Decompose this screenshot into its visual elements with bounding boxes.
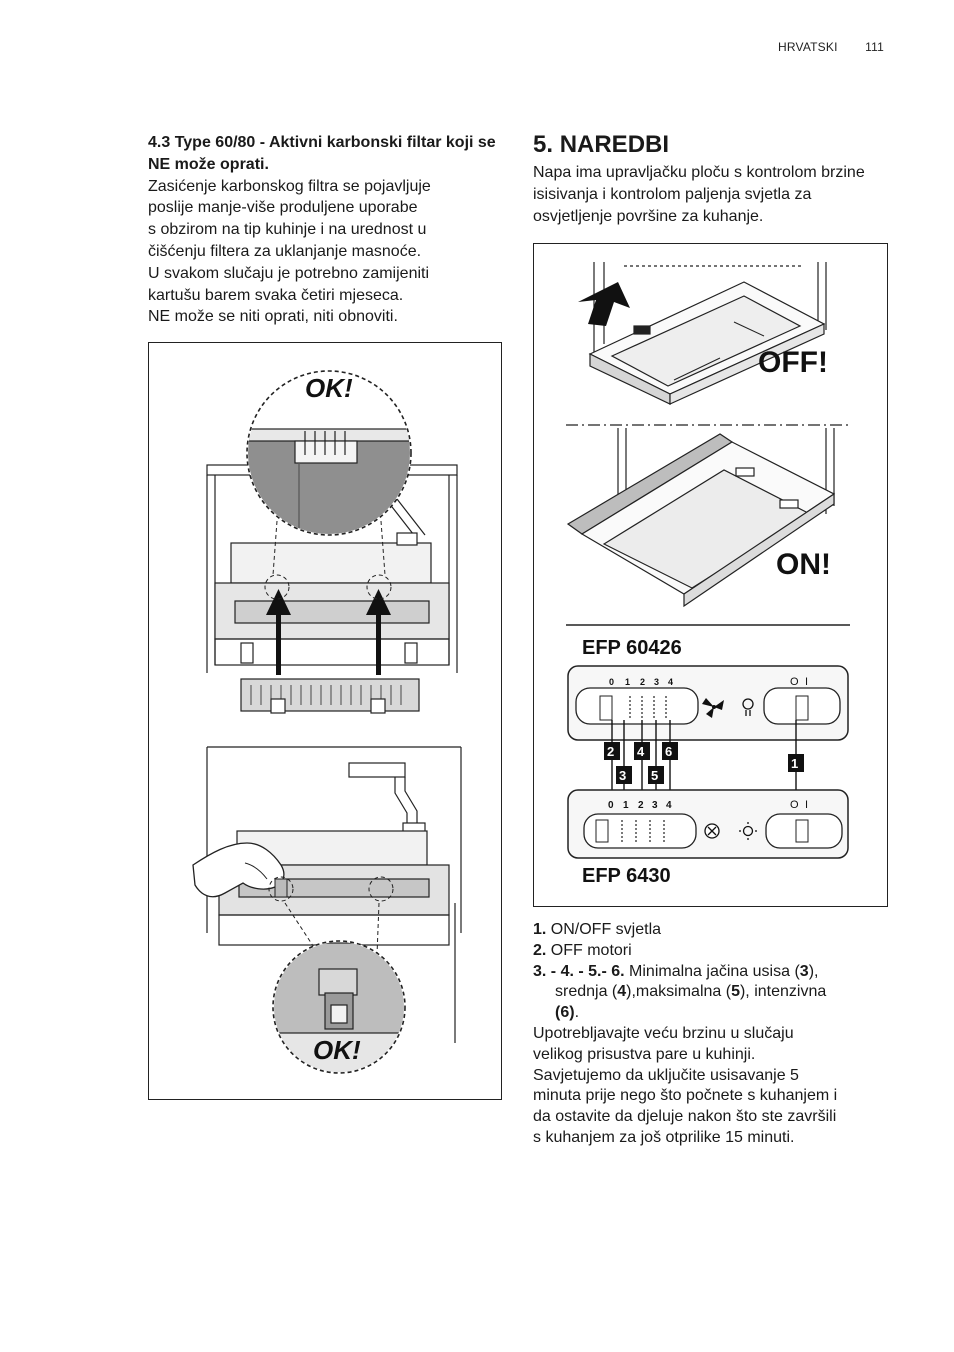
callout-2: 2: [607, 744, 614, 759]
tip-line: da ostavite da djeluje nakon što ste zav…: [533, 1108, 837, 1126]
speed-bottom-4: 4: [666, 800, 672, 811]
legend-num: (6): [555, 1004, 575, 1022]
legend-text: srednja (: [555, 983, 618, 1001]
section-intro: Napa ima upravljačku ploču s kontrolom b…: [533, 164, 865, 225]
filter-section: 4.3 Type 60/80 - Aktivni karbonski filta…: [148, 132, 500, 328]
legend-text: ),: [808, 962, 819, 980]
tip-line: velikog prisustva pare u kuhinji.: [533, 1045, 756, 1063]
legend-text: ON/OFF svjetla: [546, 921, 662, 938]
legend-text: ),maksimalna (: [626, 983, 732, 1001]
callout-4: 4: [637, 744, 645, 759]
speed-top-3: 3: [654, 677, 659, 687]
section-number: 5.: [533, 131, 554, 158]
filter-line: U svakom slučaju je potrebno zamijeniti: [148, 264, 430, 282]
tip-line: minuta prije nego što počnete s kuhanjem…: [533, 1087, 838, 1105]
section-title-text: NAREDBI: [559, 131, 670, 158]
filter-line: poslije manje-više produljene uporabe: [148, 199, 418, 217]
ok-label-bottom: OK!: [313, 1035, 361, 1065]
filter-line: kartušu barem svaka četiri mjeseca.: [148, 286, 404, 304]
legend-item-2: 2. OFF motori: [533, 941, 889, 962]
legend-num: 3: [799, 962, 809, 980]
light-icon-bottom: [739, 822, 757, 840]
light-mark-off-top: O: [790, 676, 799, 688]
controls-figure: OFF! ON! EFP 60426 0 1: [533, 243, 888, 907]
legend-text: Minimalna jačina usisa (: [624, 962, 800, 980]
filter-line: NE može se niti oprati, niti obnoviti.: [148, 308, 398, 326]
legend-item-3-end: (6).: [533, 1003, 889, 1024]
ok-label-top: OK!: [305, 373, 353, 403]
page-number: 111: [865, 40, 884, 54]
fan-icon: [702, 698, 724, 718]
legend-num: 4: [617, 983, 627, 1001]
speed-top-0: 0: [609, 677, 614, 687]
light-mark-on-top: I: [805, 676, 808, 688]
legend-num: 2.: [533, 941, 547, 959]
light-mark-off-bottom: O: [790, 799, 799, 811]
tip-line: s kuhanjem za još otprilike 15 minuti.: [533, 1128, 795, 1146]
model-bottom: EFP 6430: [582, 865, 671, 887]
filter-figure: OK!: [148, 342, 502, 1100]
speed-bottom-2: 2: [638, 800, 644, 811]
speed-bottom-0: 0: [608, 800, 614, 811]
bulb-icon: [742, 698, 754, 716]
legend-text: ), intenzivna: [739, 983, 827, 1001]
callout-6: 6: [665, 744, 672, 759]
light-mark-on-bottom: I: [805, 799, 808, 811]
legend-num: 5: [731, 983, 740, 1001]
filter-line: Zasićenje karbonskog filtra se pojavljuj…: [148, 177, 431, 195]
speed-top-4: 4: [668, 677, 673, 687]
legend-text: OFF motori: [546, 941, 632, 959]
controls-section: 5. NAREDBI Napa ima upravljačku ploču s …: [533, 130, 889, 227]
on-label: ON!: [776, 548, 831, 581]
filter-subtitle: 4.3 Type 60/80 - Aktivni karbonski filta…: [148, 134, 496, 173]
speed-top-2: 2: [640, 677, 645, 687]
callout-3: 3: [619, 768, 626, 783]
filter-illustration: OK!: [192, 370, 462, 1074]
filter-line: s obzirom na tip kuhinje i na urednost u: [148, 221, 427, 239]
tip-line: Savjetujemo da uključite usisavanje 5: [533, 1066, 799, 1084]
header-language: HRVATSKI: [777, 40, 838, 54]
legend-item-3: 3. - 4. - 5.- 6. Minimalna jačina usisa …: [533, 962, 889, 983]
controls-legend: 1. ON/OFF svjetla 2. OFF motori 3. - 4. …: [533, 920, 889, 1149]
legend-item-1: 1. ON/OFF svjetla: [533, 920, 889, 941]
off-label: OFF!: [758, 346, 828, 379]
legend-text: .: [574, 1004, 580, 1022]
legend-num: 1.: [533, 921, 547, 938]
speed-top-1: 1: [625, 677, 630, 687]
control-illustration: OFF! ON! EFP 60426 0 1: [566, 262, 850, 887]
callout-5: 5: [651, 768, 658, 783]
filter-line: čišćenju filtera za uklanjanje masnoće.: [148, 242, 422, 260]
model-top: EFP 60426: [582, 637, 682, 659]
page-header: HRVATSKI 111: [754, 40, 884, 54]
speed-bottom-1: 1: [623, 800, 629, 811]
legend-num: 3. - 4. - 5.- 6.: [533, 962, 625, 980]
section-title: 5. NAREDBI: [533, 130, 889, 160]
tip-line: Upotrebljavajte veću brzinu u slučaju: [533, 1024, 794, 1042]
fan-icon-bottom: [704, 823, 720, 839]
legend-item-3-cont: srednja (4),maksimalna (5), intenzivna: [533, 982, 889, 1003]
speed-bottom-3: 3: [652, 800, 658, 811]
callout-1: 1: [791, 756, 798, 771]
